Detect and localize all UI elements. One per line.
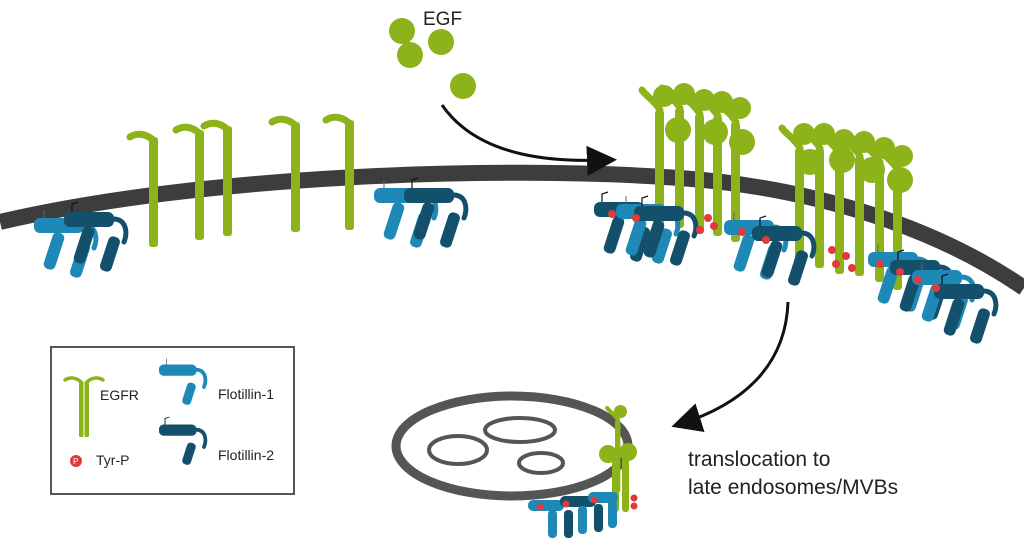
binding-arrow bbox=[440, 104, 617, 176]
flotillin-leg bbox=[594, 504, 603, 532]
tyr-p-dot bbox=[590, 496, 598, 504]
tyr-p-dot bbox=[704, 214, 712, 222]
flotillin-leg bbox=[608, 500, 617, 528]
legend: EGFR P Tyr-P Flotillin-1 Flotillin-2 bbox=[50, 346, 295, 495]
tyr-p-dot bbox=[562, 500, 570, 508]
intraluminal-vesicle bbox=[483, 416, 557, 444]
tyr-p-dot bbox=[932, 284, 940, 292]
legend-egfr-label: EGFR bbox=[100, 387, 139, 403]
flotillin-leg bbox=[548, 510, 557, 538]
egf-ligand-2 bbox=[428, 29, 454, 55]
egf-label: EGF bbox=[423, 9, 462, 30]
tyr-p-dot bbox=[696, 226, 704, 234]
egfr-legend-icon bbox=[63, 376, 105, 437]
tyr-p-dots bbox=[608, 210, 940, 292]
endosome-flotillins bbox=[528, 492, 638, 538]
caption-line-2: late endosomes/MVBs bbox=[688, 476, 898, 499]
egf-bound bbox=[702, 119, 728, 145]
endosome-egf bbox=[599, 445, 617, 463]
egf-bound bbox=[887, 167, 913, 193]
flotillin-leg bbox=[564, 510, 573, 538]
activated-egfr-cluster-1 bbox=[642, 83, 755, 242]
legend-tyr-p-label: Tyr-P bbox=[96, 452, 129, 468]
tyr-p-dot bbox=[608, 210, 616, 218]
tyr-p-dot bbox=[876, 260, 884, 268]
translocation-arrow bbox=[671, 301, 790, 433]
tyr-p-dot bbox=[632, 214, 640, 222]
plasma-membrane bbox=[0, 164, 1024, 295]
tyr-p-dot bbox=[630, 502, 638, 510]
tyr-p-dot bbox=[536, 503, 544, 511]
flotillin-2-legend-icon bbox=[159, 416, 208, 465]
egf-ligand-1 bbox=[389, 18, 415, 44]
tyr-p-legend-symbol: P bbox=[73, 457, 78, 466]
intraluminal-vesicle bbox=[517, 451, 565, 475]
egf-bound bbox=[797, 149, 823, 175]
tyr-p-dot bbox=[842, 252, 850, 260]
legend-flotillin-2-label: Flotillin-2 bbox=[218, 447, 274, 463]
flotillin-1-legend-icon bbox=[159, 358, 208, 405]
egf-ligand-4 bbox=[450, 73, 476, 99]
activated-egfr-cluster-2 bbox=[782, 123, 913, 290]
tyr-p-dot bbox=[832, 260, 840, 268]
tyr-p-dot bbox=[896, 268, 904, 276]
tyr-p-dot bbox=[630, 494, 638, 502]
egf-bound bbox=[829, 147, 855, 173]
legend-flotillin-1-label: Flotillin-1 bbox=[218, 386, 274, 402]
egf-bound bbox=[665, 117, 691, 143]
egf-ligands bbox=[389, 18, 476, 99]
flotillin-bar bbox=[528, 500, 564, 511]
egf-ligand-3 bbox=[397, 42, 423, 68]
egf-bound bbox=[859, 157, 885, 183]
tyr-p-dot bbox=[828, 246, 836, 254]
tyr-p-dot bbox=[848, 264, 856, 272]
tyr-p-dot bbox=[914, 276, 922, 284]
egf-bound bbox=[729, 129, 755, 155]
tyr-p-dot bbox=[710, 222, 718, 230]
intraluminal-vesicle bbox=[427, 434, 489, 466]
caption-line-1: translocation to bbox=[688, 448, 830, 471]
flotillin-cluster-middle bbox=[374, 178, 466, 249]
endosome-egf bbox=[619, 443, 637, 461]
tyr-p-dot bbox=[738, 228, 746, 236]
tyr-p-dot bbox=[762, 236, 770, 244]
flotillin-leg bbox=[578, 506, 587, 534]
endosome-egfr bbox=[622, 458, 629, 512]
late-endosome bbox=[391, 391, 638, 538]
tyr-p-legend-icon bbox=[70, 455, 82, 467]
